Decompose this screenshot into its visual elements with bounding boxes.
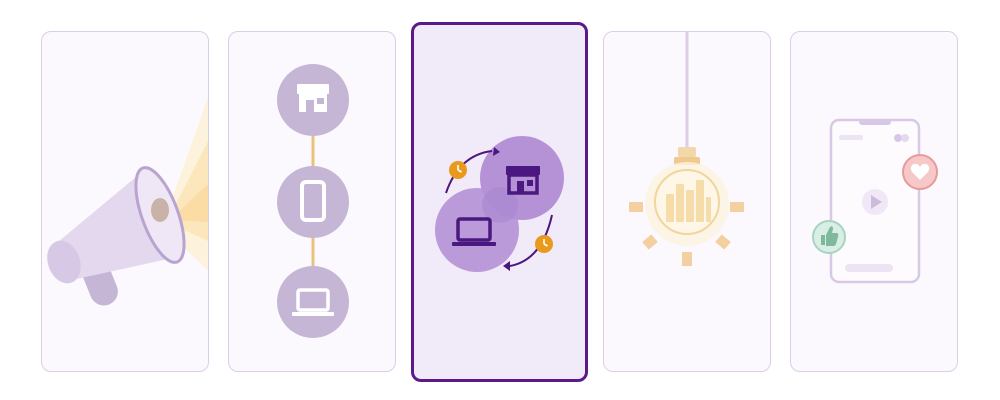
store-icon <box>506 166 540 195</box>
laptop-icon <box>452 217 496 246</box>
light-rays <box>629 202 744 266</box>
phone-circle <box>277 166 349 238</box>
laptop-icon <box>292 288 334 316</box>
megaphone-icon <box>47 97 208 306</box>
phone-social-reactions-icon <box>812 118 938 284</box>
channel-chain-icon <box>277 64 349 338</box>
store-laptop-sync-icon <box>435 136 564 272</box>
laptop-circle <box>277 266 349 338</box>
heart-icon <box>902 154 938 190</box>
card-megaphone[interactable] <box>41 31 209 372</box>
thumbs-up-icon <box>812 220 846 254</box>
card-omnichannel[interactable] <box>411 22 588 382</box>
arrow-bottom <box>509 214 553 267</box>
card-idea[interactable] <box>603 31 771 372</box>
store-icon <box>297 84 329 112</box>
phone-icon <box>300 180 326 222</box>
clock-icon-top <box>449 161 467 179</box>
clock-icon-bottom <box>535 235 553 253</box>
lightbulb-icon <box>629 32 744 266</box>
card-social[interactable] <box>790 31 958 372</box>
card-channels[interactable] <box>228 31 396 372</box>
